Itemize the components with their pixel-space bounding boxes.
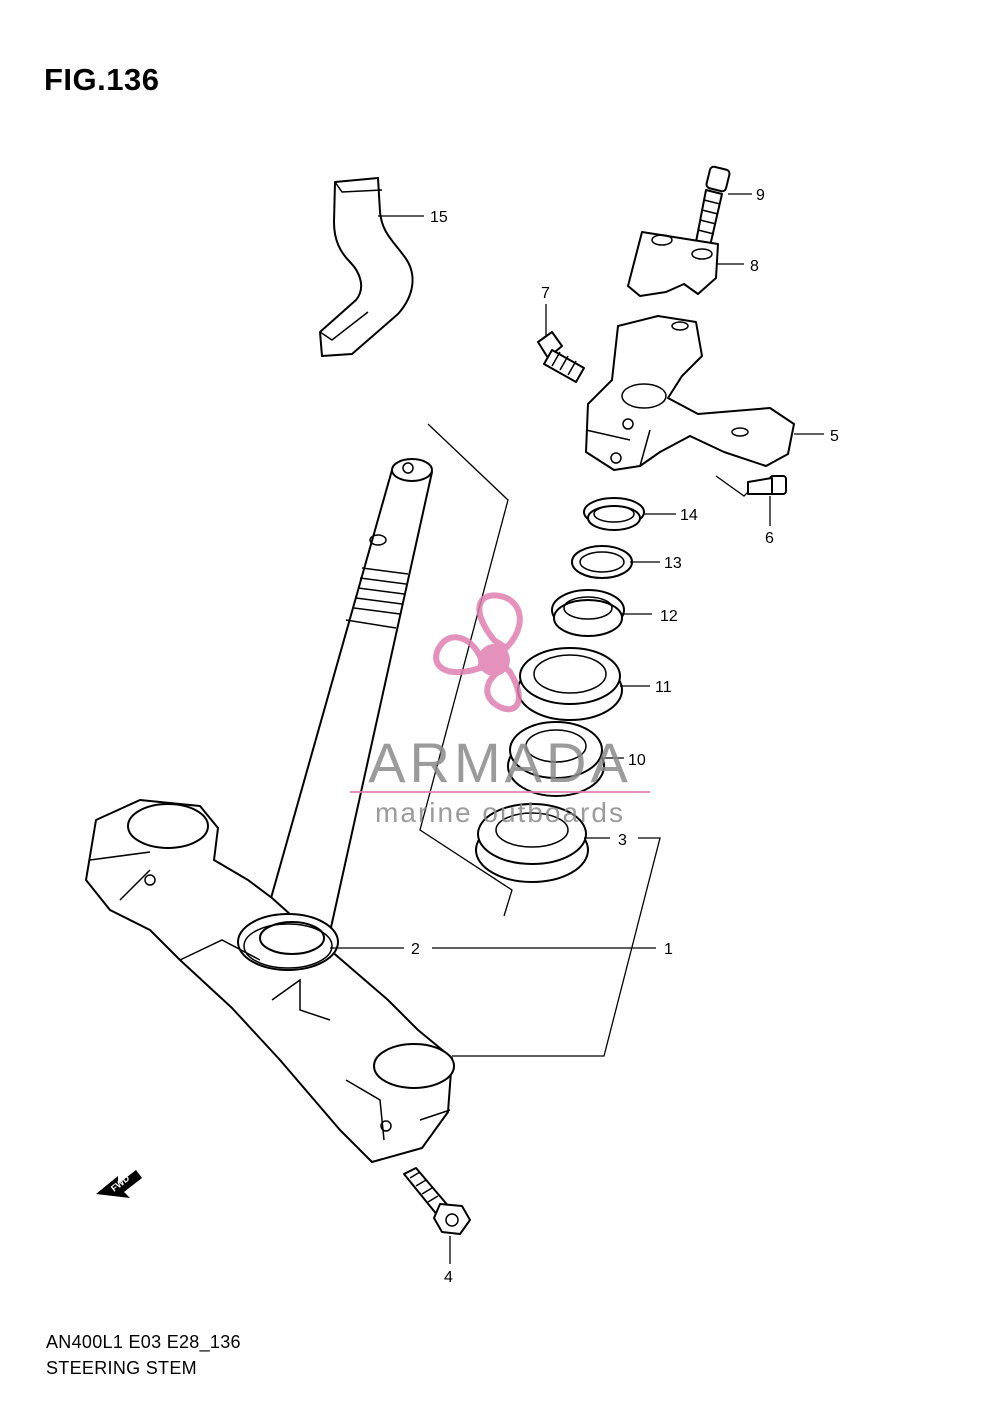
figure-title: FIG.136	[44, 62, 160, 97]
callout-labels: 15 9 8 7 5 6 14 13 12 11 10 3 2 1 4	[411, 187, 839, 1286]
part-9-bolt[interactable]	[695, 165, 731, 247]
watermark: ARMADA marine outboards	[350, 592, 650, 828]
callout-5: 5	[830, 428, 839, 445]
callout-1: 1	[664, 941, 673, 958]
callout-11: 11	[655, 679, 672, 696]
figure-name: STEERING STEM	[46, 1358, 197, 1378]
callout-2: 2	[411, 941, 420, 958]
callout-8: 8	[750, 258, 759, 275]
part-4-bolt[interactable]	[403, 1167, 471, 1235]
callout-15: 15	[430, 209, 448, 226]
part-13-washer[interactable]	[571, 545, 633, 579]
callout-3: 3	[618, 832, 627, 849]
callout-7: 7	[541, 285, 550, 302]
fwd-direction-arrow: FWD	[96, 1170, 142, 1198]
callout-13: 13	[664, 555, 682, 572]
part-2-bearing-seat[interactable]	[243, 923, 333, 969]
part-11-dust-seal[interactable]	[517, 647, 623, 721]
part-6-bolt[interactable]	[747, 475, 787, 495]
part-15-cable-guide[interactable]	[319, 177, 414, 357]
part-10-bearing[interactable]	[507, 721, 605, 797]
leader-lines	[330, 193, 824, 1264]
part-12-nut[interactable]	[551, 589, 625, 637]
part-7-bolt[interactable]	[537, 331, 585, 383]
callout-14: 14	[680, 507, 698, 524]
watermark-brand: ARMADA	[368, 731, 632, 794]
part-8-handlebar-holder[interactable]	[627, 231, 719, 297]
model-code: AN400L1 E03 E28_136	[46, 1332, 241, 1352]
callout-12: 12	[660, 608, 678, 625]
callout-10: 10	[628, 752, 646, 769]
part-14-lock-nut[interactable]	[583, 497, 645, 531]
propeller-logo-icon	[433, 592, 523, 713]
part-3-bearing[interactable]	[475, 803, 589, 883]
part-5-upper-bracket[interactable]	[585, 315, 795, 471]
callout-6: 6	[765, 530, 774, 547]
watermark-tagline: marine outboards	[375, 797, 625, 828]
assembly-outline	[419, 423, 513, 917]
callout-4: 4	[444, 1269, 453, 1286]
callout-9: 9	[756, 187, 765, 204]
